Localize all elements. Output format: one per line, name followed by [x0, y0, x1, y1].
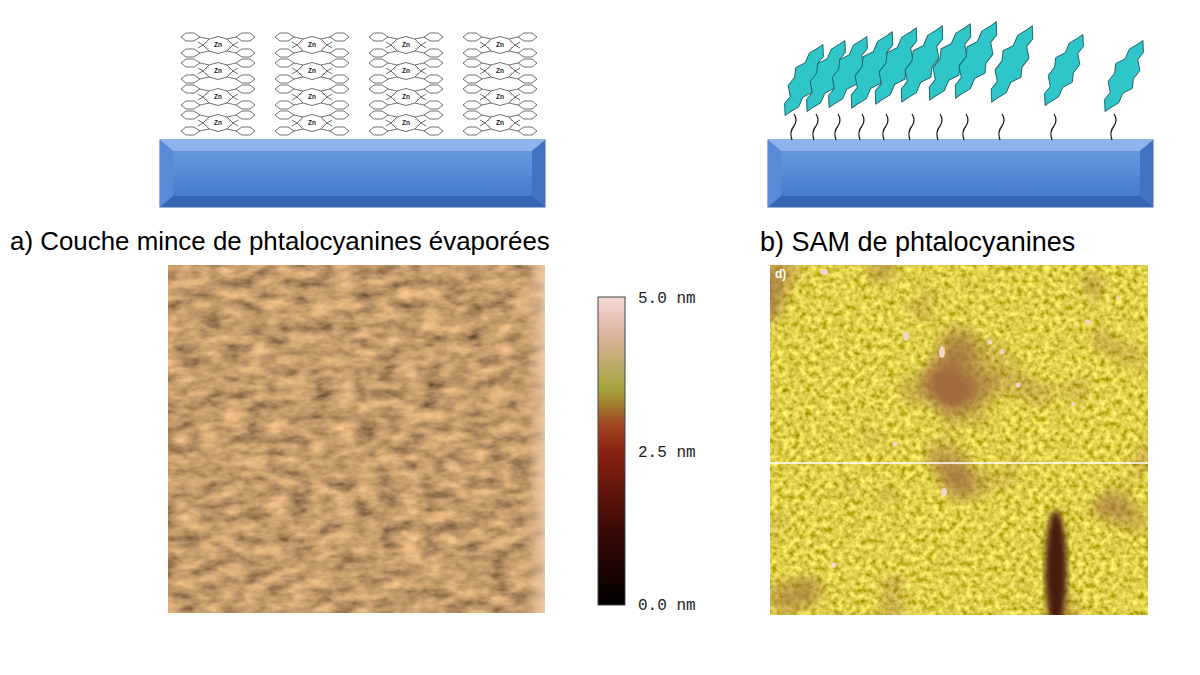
- sam-molecules: [774, 15, 1155, 121]
- panel-caption: b) SAM de phtalocyanines: [760, 229, 1075, 256]
- atom-symbol: Zn: [308, 120, 316, 127]
- scale-value: 5.0 nm: [638, 291, 696, 307]
- panel-letter: d): [775, 268, 786, 280]
- atom-symbol: Zn: [496, 42, 504, 49]
- atom-symbol: Zn: [402, 42, 410, 49]
- atom-symbol: Zn: [308, 42, 316, 49]
- scale-value: 2.5 nm: [638, 445, 696, 461]
- substrate-a: [160, 140, 545, 207]
- atom-symbol: Zn: [496, 68, 504, 75]
- atom-symbol: Zn: [214, 94, 222, 101]
- height-colorbar: [598, 297, 625, 605]
- afm-image-b: [770, 265, 1148, 615]
- scale-value: 0.0 nm: [638, 598, 696, 614]
- atom-symbol: Zn: [308, 94, 316, 101]
- atom-symbol: Zn: [214, 120, 222, 127]
- phthalocyanine-stack: [181, 33, 537, 135]
- sam-chains: [791, 114, 1116, 140]
- afm-image-a: [168, 265, 545, 613]
- atom-symbol: Zn: [402, 68, 410, 75]
- atom-symbol: Zn: [214, 68, 222, 75]
- atom-symbol: Zn: [308, 68, 316, 75]
- atom-symbol: Zn: [496, 120, 504, 127]
- panel-caption: a) Couche mince de phtalocyanines évapor…: [10, 229, 550, 255]
- atom-symbol: Zn: [402, 94, 410, 101]
- substrate-b: [768, 140, 1153, 207]
- atom-symbol: Zn: [496, 94, 504, 101]
- atom-symbol: Zn: [214, 42, 222, 49]
- atom-symbol: Zn: [402, 120, 410, 127]
